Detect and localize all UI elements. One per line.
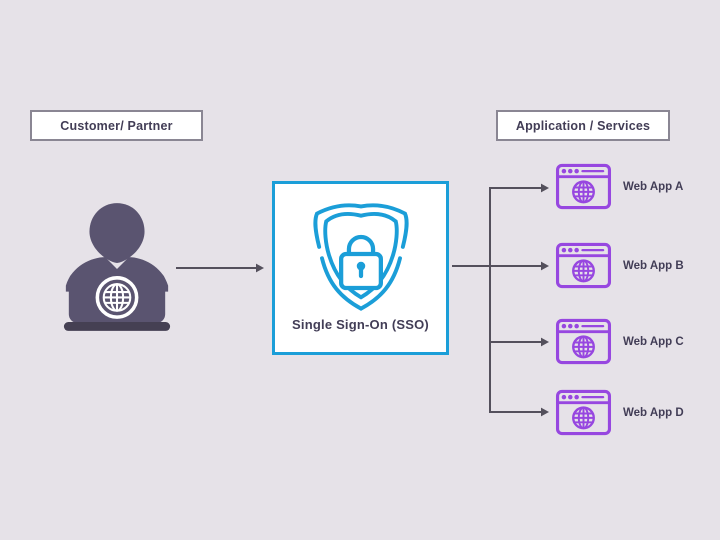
customer-partner-label-box: Customer/ Partner bbox=[30, 110, 203, 141]
web-app-d-label: Web App D bbox=[623, 406, 684, 419]
browser-globe-icon bbox=[555, 318, 612, 365]
application-services-label: Application / Services bbox=[515, 118, 651, 133]
web-app-c-label: Web App C bbox=[623, 335, 684, 348]
globe-icon bbox=[95, 276, 139, 319]
web-app-b-label: Web App B bbox=[623, 259, 684, 272]
customer-partner-label: Customer/ Partner bbox=[60, 118, 173, 133]
web-app-a-label: Web App A bbox=[623, 180, 684, 193]
user-at-laptop-icon bbox=[58, 197, 176, 335]
web-app-a-row: Web App A bbox=[555, 163, 683, 210]
web-app-b-row: Web App B bbox=[555, 242, 684, 289]
browser-globe-icon bbox=[555, 389, 612, 436]
browser-globe-icon bbox=[555, 242, 612, 289]
shield-lock-icon bbox=[312, 203, 409, 311]
web-app-d-row: Web App D bbox=[555, 389, 684, 436]
sso-box: Single Sign-On (SSO) bbox=[272, 181, 449, 355]
web-app-c-row: Web App C bbox=[555, 318, 684, 365]
application-services-label-box: Application / Services bbox=[496, 110, 670, 141]
browser-globe-icon bbox=[555, 163, 612, 210]
sso-label: Single Sign-On (SSO) bbox=[292, 317, 429, 332]
